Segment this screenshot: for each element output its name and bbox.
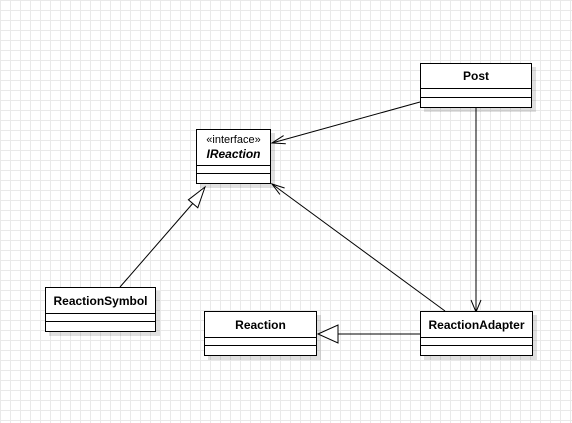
class-reaction-header: Reaction [205,312,316,338]
class-post-header: Post [421,64,531,89]
class-ireaction-header: «interface» IReaction [197,130,270,166]
class-reaction-name: Reaction [235,317,286,332]
class-ireaction-operations [197,174,270,183]
class-post-attributes [421,89,531,98]
post-to-ireaction-association [270,101,421,145]
class-reactionsymbol-operations [46,322,155,331]
class-ireaction-attributes [197,166,270,174]
class-post-operations [421,98,531,107]
class-reactionadapter[interactable]: ReactionAdapter [420,311,533,356]
reactionsymbol-to-ireaction-realization [119,185,207,288]
class-reactionadapter-operations [421,346,532,355]
reactionadapter-to-reaction-generalization [316,324,420,344]
class-reactionadapter-name: ReactionAdapter [428,317,525,332]
class-reaction[interactable]: Reaction [204,311,317,356]
class-reactionadapter-attributes [421,338,532,346]
class-post-name: Post [462,69,489,83]
class-reactionsymbol-header: ReactionSymbol [46,288,155,314]
post-to-reactionadapter-association [470,108,482,314]
class-post[interactable]: Post [420,63,532,108]
class-ireaction-stereotype: «interface» [206,134,261,146]
class-reaction-operations [205,346,316,355]
reactionadapter-to-ireaction-association [270,183,446,312]
class-ireaction-name: IReaction [206,147,261,161]
class-reactionadapter-header: ReactionAdapter [421,312,532,338]
class-ireaction[interactable]: «interface» IReaction [196,129,271,184]
class-reaction-attributes [205,338,316,346]
class-reactionsymbol-attributes [46,314,155,322]
class-reactionsymbol[interactable]: ReactionSymbol [45,287,156,332]
class-reactionsymbol-name: ReactionSymbol [53,293,148,308]
